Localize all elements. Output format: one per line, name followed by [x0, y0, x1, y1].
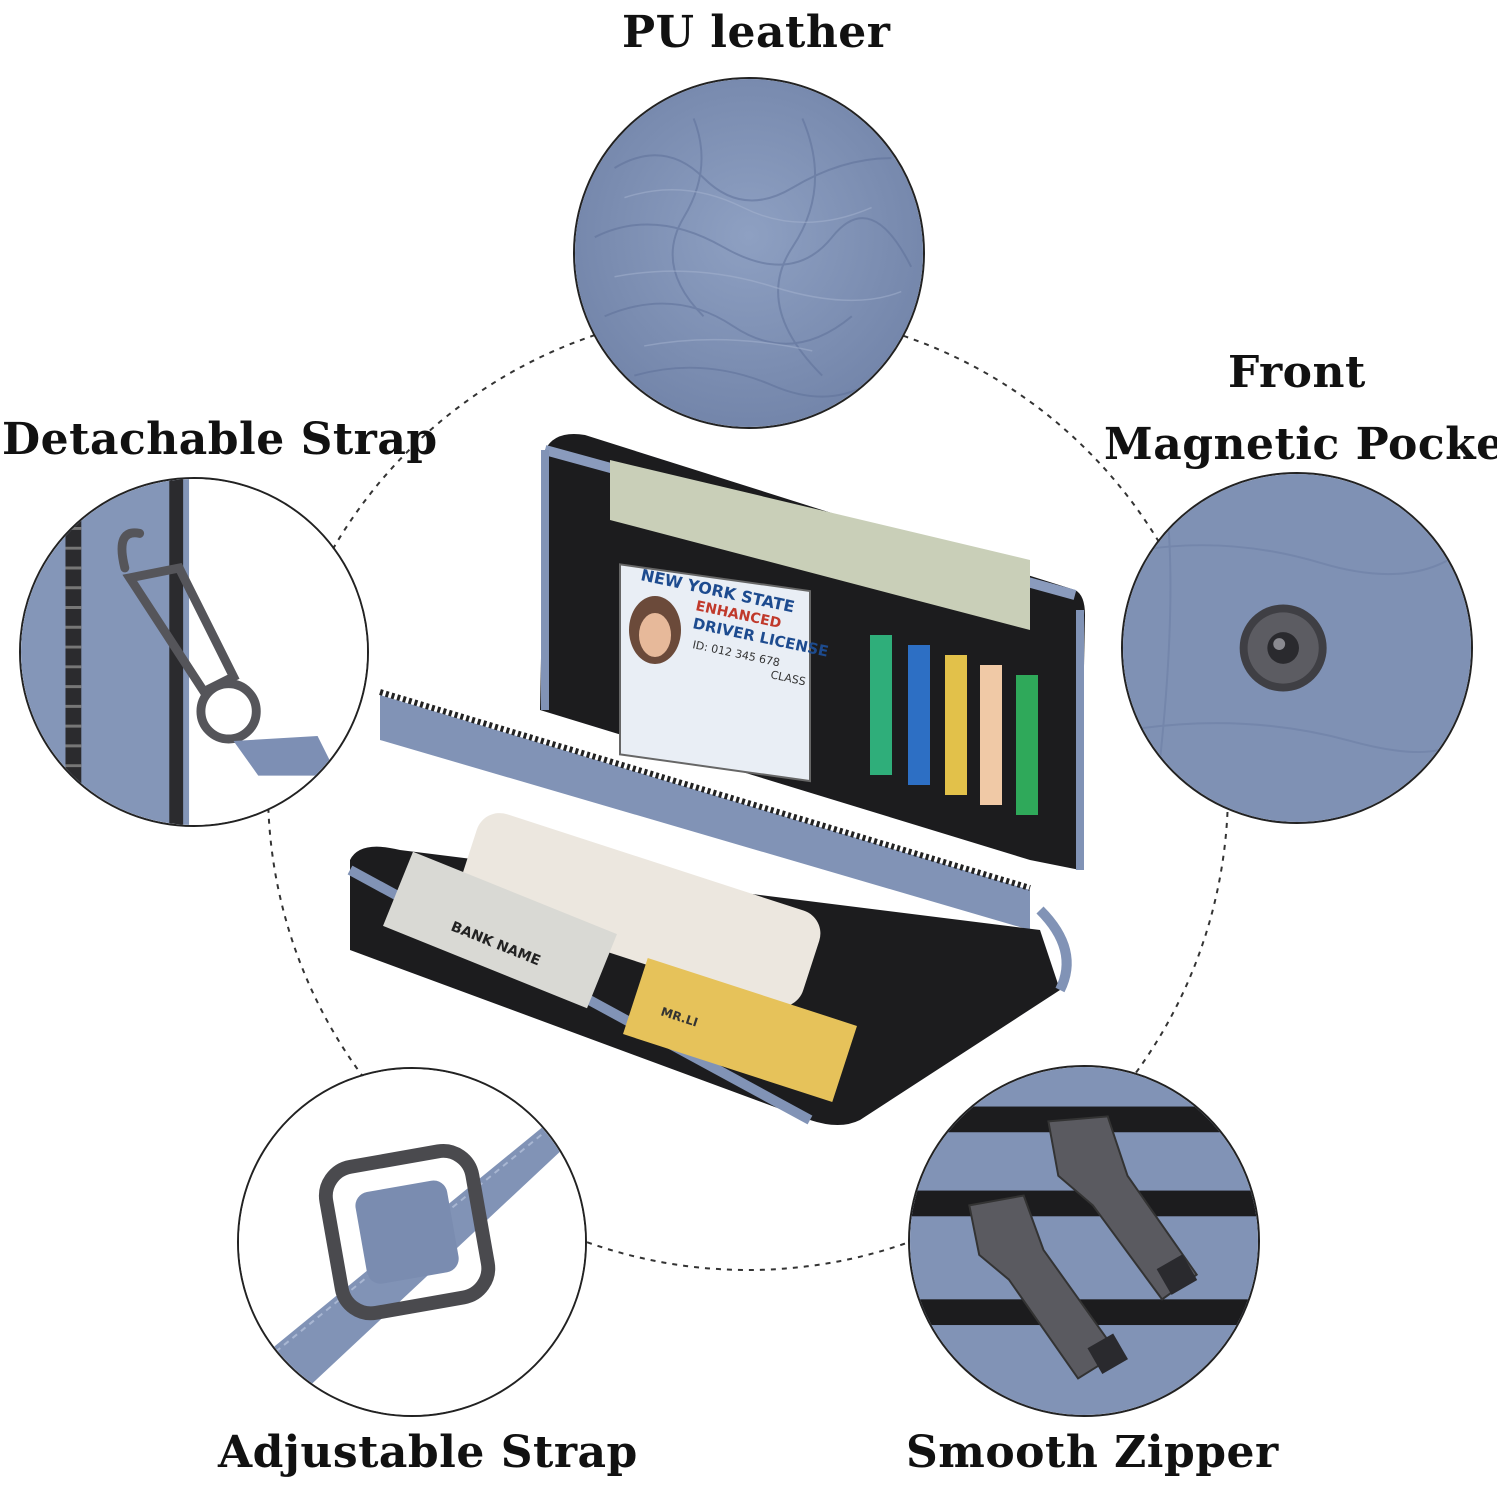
front-pocket-label-line2: Magnetic Pocket — [1104, 419, 1497, 470]
magnetic-snap-icon — [1239, 604, 1327, 692]
square-buckle-icon — [318, 1144, 496, 1321]
front-magnetic-pocket-closeup — [1121, 472, 1473, 824]
adjustable-strap-closeup — [237, 1067, 587, 1417]
detachable-strap-label: Detachable Strap — [2, 414, 438, 465]
id-card-window: NEW YORK STATE ENHANCED DRIVER LICENSE I… — [619, 563, 830, 783]
phone — [459, 813, 821, 1007]
adjustable-strap-label: Adjustable Strap — [218, 1427, 638, 1478]
pu-leather-closeup — [573, 77, 925, 429]
wallet-product-image: NEW YORK STATE ENHANCED DRIVER LICENSE I… — [340, 430, 1100, 1130]
card-slots — [870, 635, 1038, 815]
detachable-strap-closeup — [19, 477, 369, 827]
front-pocket-label-line1: Front — [1228, 347, 1366, 398]
pu-leather-label: PU leather — [622, 7, 891, 58]
smooth-zipper-closeup — [908, 1065, 1260, 1417]
smooth-zipper-label: Smooth Zipper — [906, 1427, 1279, 1478]
gold-card: MR.LI — [623, 957, 857, 1103]
swivel-clasp-icon — [117, 528, 261, 744]
